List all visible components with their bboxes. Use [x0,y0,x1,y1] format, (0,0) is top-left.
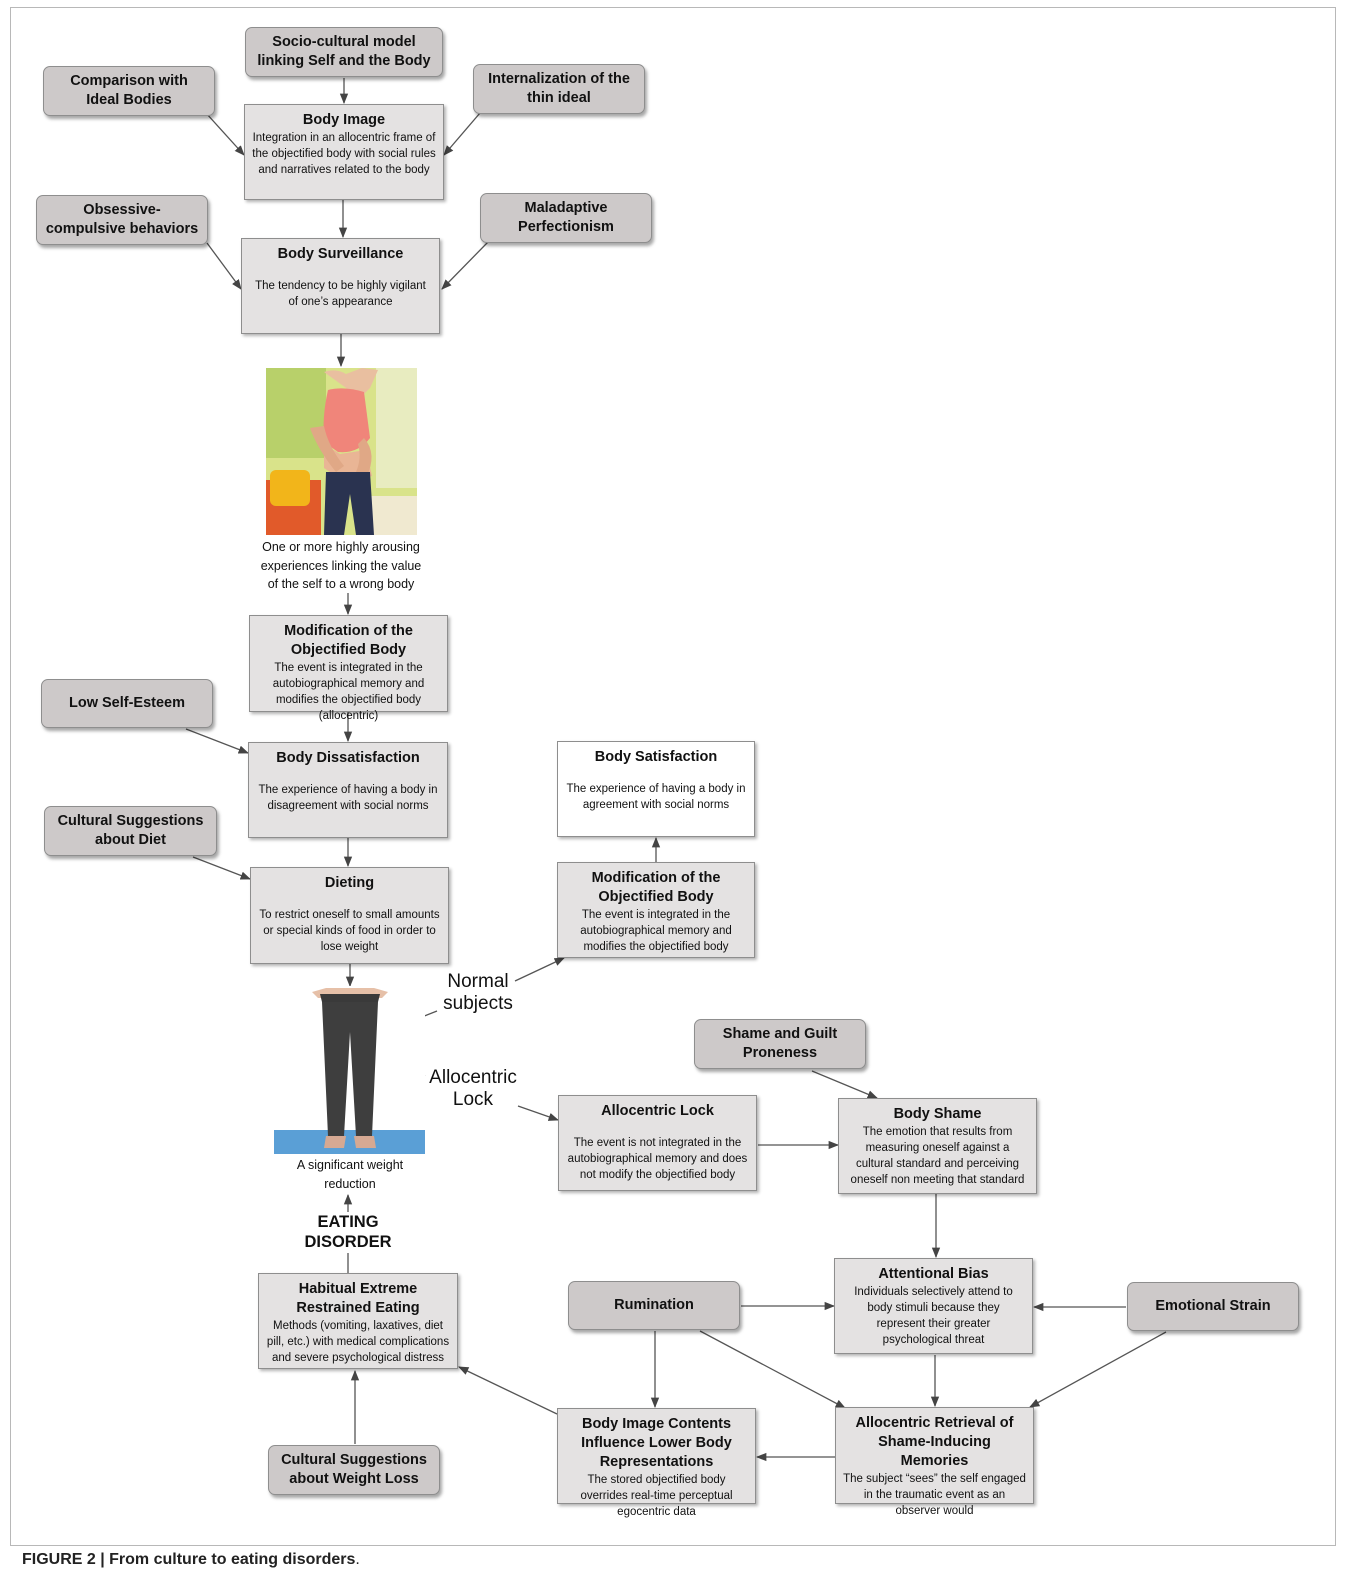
arrow-diet-suggestions-to-dieting [192,856,251,880]
habitual-title: Habitual Extreme Restrained Eating [296,1281,420,1316]
eating-disorder-label: EATING DISORDER [304,1213,392,1251]
arrow-perfectionism-to-surveillance [441,241,489,290]
internalization-label: Internalization of the thin ideal [488,71,630,106]
satisfaction-title: Body Satisfaction [594,749,718,765]
emotional-strain-label: Emotional Strain [1155,1298,1271,1314]
satisfaction-desc: The experience of having a body in agree… [566,783,746,811]
cultural-diet-label: Cultural Suggestions about Diet [57,813,204,848]
modification2-title: Modification of the Objectified Body [591,870,721,905]
figure-caption: FIGURE 2 | From culture to eating disord… [22,1551,360,1569]
modification-objectified-body-node: Modification of the Objectified Body The… [249,615,448,722]
surveillance-title: Body Surveillance [277,246,404,262]
rumination-label: Rumination [614,1297,694,1313]
allocentric-retrieval-node: Allocentric Retrieval of Shame-Inducing … [835,1407,1034,1517]
loose-trousers-photo-image [274,986,425,1154]
retrieval-title: Allocentric Retrieval of Shame-Inducing … [855,1415,1014,1469]
arrow-comparison-to-bodyimage [205,112,245,156]
emotional-strain-box: Emotional Strain [1127,1282,1299,1331]
allocentric-lock-desc: The event is not integrated in the autob… [567,1137,748,1181]
arrow-allocentric-to-lock [517,1105,559,1121]
internalization-box: Internalization of the thin ideal [473,64,645,114]
normal-subjects-label: Normal subjects [443,971,513,1014]
arrow-contents-to-habitual [458,1366,558,1415]
cultural-diet-box: Cultural Suggestions about Diet [44,806,217,856]
attentional-bias-node: Attentional Bias Individuals selectively… [834,1258,1033,1354]
low-self-esteem-label: Low Self-Esteem [68,695,186,711]
body-shame-node: Body Shame The emotion that results from… [838,1098,1037,1194]
dieting-title: Dieting [324,875,375,891]
body-satisfaction-node: Body Satisfaction The experience of havi… [557,741,755,837]
figure-frame [10,7,1336,1546]
arrow-proneness-to-shame [811,1070,878,1099]
allocentric-lock-node: Allocentric Lock The event is not integr… [558,1095,757,1191]
figure-caption-label: FIGURE 2 | From culture to eating disord… [22,1551,356,1568]
surveillance-desc: The tendency to be highly vigilant of on… [255,280,426,308]
modification2-desc: The event is integrated in the autobiogr… [580,909,732,953]
contents-desc: The stored objectified body overrides re… [580,1474,733,1518]
arrow-normal-to-modification2 [514,957,565,982]
arrow-selfesteem-to-dissatisfaction [185,728,249,754]
cultural-weight-loss-box: Cultural Suggestions about Weight Loss [268,1445,440,1495]
comparison-label: Comparison with Ideal Bodies [70,73,188,108]
attentional-title: Attentional Bias [878,1266,989,1282]
dieting-desc: To restrict oneself to small amounts or … [259,909,440,953]
photo1-caption: One or more highly arousing experiences … [260,540,422,591]
body-image-desc: Integration in an allocentric frame of t… [252,132,436,176]
obsessive-label: Obsessive-compulsive behaviors [45,202,199,237]
low-self-esteem-box: Low Self-Esteem [41,679,213,728]
obsessive-compulsive-box: Obsessive-compulsive behaviors [36,195,208,245]
contents-title: Body Image Contents Influence Lower Body… [581,1416,732,1470]
photo2-caption: A significant weight reduction [296,1158,404,1191]
arrow-internalization-to-bodyimage [443,112,481,156]
sociocultural-model-box: Socio-cultural model linking Self and th… [245,27,443,77]
body-image-contents-node: Body Image Contents Influence Lower Body… [557,1408,756,1518]
dieting-node: Dieting To restrict oneself to small amo… [250,867,449,964]
body-image-title: Body Image [302,112,386,128]
attentional-desc: Individuals selectively attend to body s… [854,1286,1013,1346]
modification-objectified-body-normal-node: Modification of the Objectified Body The… [557,862,755,958]
dissatisfaction-title: Body Dissatisfaction [276,750,420,766]
maladaptive-perfectionism-box: Maladaptive Perfectionism [480,193,652,243]
body-surveillance-node: Body Surveillance The tendency to be hig… [241,238,440,334]
shame-guilt-box: Shame and Guilt Proneness [694,1019,866,1069]
retrieval-desc: The subject “sees” the self engaged in t… [843,1473,1026,1517]
sociocultural-label: Socio-cultural model linking Self and th… [257,34,431,69]
shame-guilt-label: Shame and Guilt Proneness [722,1026,838,1061]
cultural-weight-label: Cultural Suggestions about Weight Loss [281,1452,427,1487]
body-dissatisfaction-node: Body Dissatisfaction The experience of h… [248,742,448,838]
arrow-rumination-to-retrieval [699,1330,846,1409]
perfectionism-label: Maladaptive Perfectionism [518,200,614,235]
woman-photo-image [266,368,417,535]
dissatisfaction-desc: The experience of having a body in disag… [258,784,438,812]
arrow-obsessive-to-surveillance [206,242,242,290]
arrow-strain-to-retrieval [1029,1331,1167,1408]
habitual-desc: Methods (vomiting, laxatives, diet pill,… [266,1320,450,1364]
allocentric-lock-title: Allocentric Lock [601,1103,714,1119]
modification1-desc: The event is integrated in the autobiogr… [272,662,425,722]
body-shame-title: Body Shame [893,1106,982,1122]
modification1-title: Modification of the Objectified Body [284,623,413,658]
allocentric-lock-branch-label: Allocentric Lock [429,1067,517,1110]
body-shame-desc: The emotion that results from measuring … [850,1126,1025,1186]
comparison-ideal-bodies-box: Comparison with Ideal Bodies [43,66,215,116]
habitual-restrained-eating-node: Habitual Extreme Restrained Eating Metho… [258,1273,458,1369]
figure-caption-suffix: . [355,1551,360,1568]
body-image-node: Body Image Integration in an allocentric… [244,104,444,200]
rumination-box: Rumination [568,1281,740,1330]
